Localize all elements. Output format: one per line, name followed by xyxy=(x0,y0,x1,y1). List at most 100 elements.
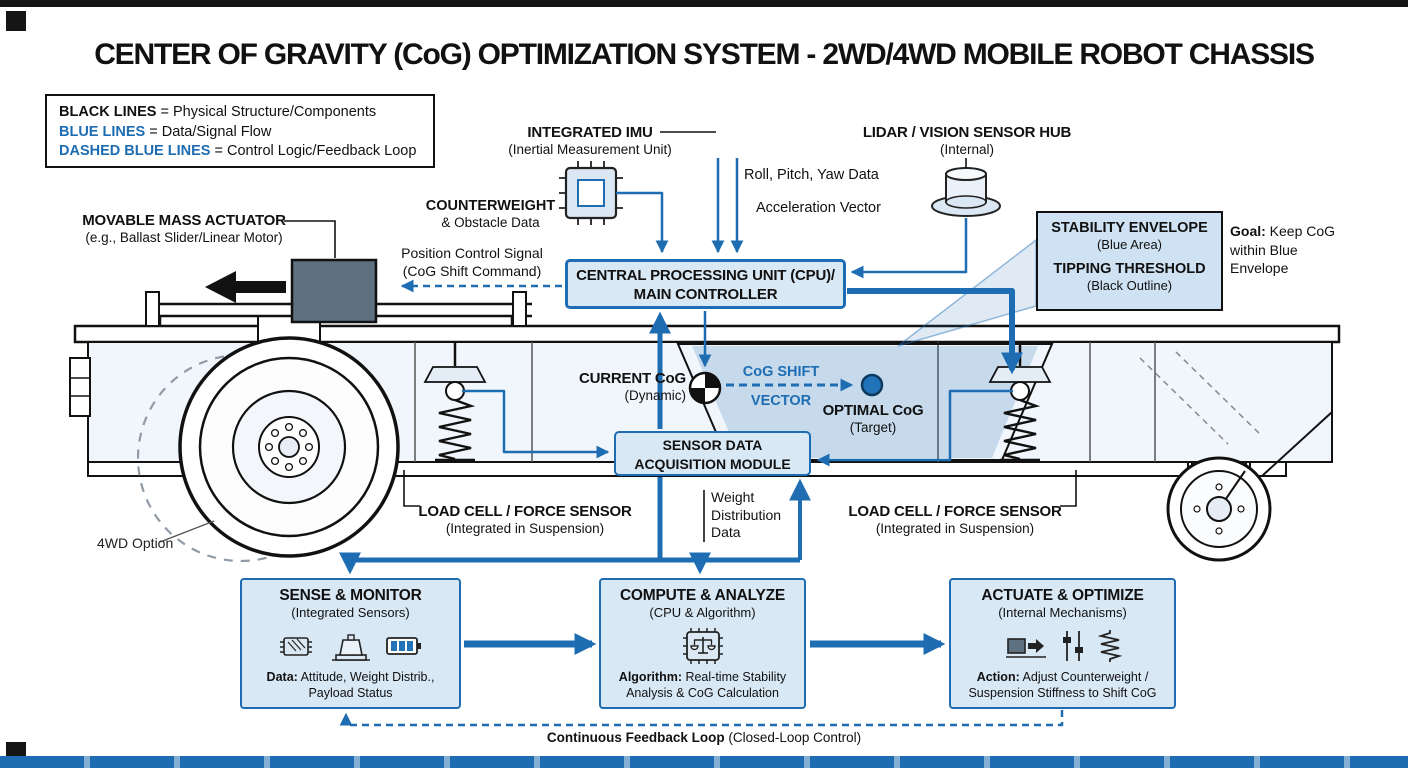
page-title: CENTER OF GRAVITY (CoG) OPTIMIZATION SYS… xyxy=(94,38,1315,71)
actuator-subtitle: (e.g., Ballast Slider/Linear Motor) xyxy=(85,230,283,245)
process-box-title: SENSE & MONITOR xyxy=(279,587,422,604)
process-box-title: ACTUATE & OPTIMIZE xyxy=(981,587,1144,604)
cog-shift-label: CoG SHIFT xyxy=(742,364,820,380)
goal-note: Goal: Keep CoG within Blue Envelope xyxy=(1230,222,1352,278)
sense-icons-row xyxy=(278,623,424,668)
stiffness-slider-icon xyxy=(1062,630,1083,661)
desc-key: Action: xyxy=(976,670,1020,684)
process-box-desc: Data: Attitude, Weight Distrib., Payload… xyxy=(248,670,453,701)
legend-value: = Control Logic/Feedback Loop xyxy=(210,143,417,159)
cog-optimal-symbol xyxy=(860,373,884,397)
goal-text: Keep CoG within Blue Envelope xyxy=(1230,223,1336,276)
desc-key: Algorithm: xyxy=(618,670,682,684)
process-box-subtitle: (CPU & Algorithm) xyxy=(649,605,756,620)
feedback-loop-label: Continuous Feedback Loop (Closed-Loop Co… xyxy=(468,729,940,746)
tipping-threshold-subtitle: (Black Outline) xyxy=(1086,278,1173,293)
stability-envelope-box: STABILITY ENVELOPE (Blue Area) TIPPING T… xyxy=(1036,211,1223,311)
drive-wheel xyxy=(178,315,400,558)
signal-line1: Position Control Signal xyxy=(401,245,543,261)
signal-flow-lines xyxy=(339,158,1064,727)
load-cell-left-label: LOAD CELL / FORCE SENSOR (Integrated in … xyxy=(412,502,638,538)
optimal-cog-title: OPTIMAL CoG xyxy=(822,402,924,419)
load-cell-right-label: LOAD CELL / FORCE SENSOR (Integrated in … xyxy=(842,502,1068,538)
process-box-desc: Action: Adjust Counterweight / Suspensio… xyxy=(957,670,1168,701)
counterweight-shift-icon xyxy=(1005,637,1046,658)
imu-subtitle: (Inertial Measurement Unit) xyxy=(508,142,672,157)
sensor-data-acquisition-box: SENSOR DATA ACQUISITION MODULE xyxy=(614,431,811,476)
stability-envelope-subtitle: (Blue Area) xyxy=(1096,237,1163,252)
pointer-lines xyxy=(159,131,1077,543)
desc-key: Data: xyxy=(266,670,298,684)
legend-value: = Physical Structure/Components xyxy=(156,104,377,120)
mass-actuator xyxy=(145,258,532,327)
weight-distribution-label: Weight Distribution Data xyxy=(711,489,782,540)
goal-key: Goal: xyxy=(1230,223,1266,239)
cog-current-symbol xyxy=(688,371,722,405)
bottom-left-marker xyxy=(6,742,26,756)
top-edge-bar xyxy=(0,0,1408,7)
top-left-marker xyxy=(6,11,26,31)
legend-item-blue-lines: BLUE LINES = Data/Signal Flow xyxy=(59,123,421,143)
tipping-threshold-title: TIPPING THRESHOLD xyxy=(1053,261,1206,277)
optimal-cog-subtitle: (Target) xyxy=(849,420,897,435)
lidar-sensor-icon xyxy=(931,167,1001,217)
desc-text: Attitude, Weight Distrib., Payload Statu… xyxy=(297,670,435,700)
suspension-left xyxy=(423,342,487,462)
caster-wheel xyxy=(1166,456,1272,562)
cpu-line1: CENTRAL PROCESSING UNIT (CPU)/ xyxy=(576,267,835,284)
compute-icons-row xyxy=(681,623,725,668)
counterweight-title: COUNTERWEIGHT xyxy=(425,198,556,214)
legend-key: BLACK LINES xyxy=(59,104,157,120)
fourwd-option-label: 4WD Option xyxy=(97,535,174,551)
process-box-subtitle: (Internal Mechanisms) xyxy=(998,605,1127,620)
suspension-spring-icon xyxy=(1097,629,1122,662)
battery-icon xyxy=(385,636,421,655)
bottom-edge-bar xyxy=(0,756,1408,768)
sensor-module-line2: ACQUISITION MODULE xyxy=(634,456,791,472)
signal-line2: (CoG Shift Command) xyxy=(402,262,542,279)
weight-scale-icon xyxy=(331,633,370,661)
current-cog-subtitle: (Dynamic) xyxy=(624,388,686,403)
cpu-line2: MAIN CONTROLLER xyxy=(633,286,778,303)
lidar-label: LIDAR / VISION SENSOR HUB (Internal) xyxy=(856,123,1078,159)
process-box-subtitle: (Integrated Sensors) xyxy=(291,605,410,620)
load-cell-right-title: LOAD CELL / FORCE SENSOR xyxy=(848,503,1062,520)
process-box-compute: COMPUTE & ANALYZE (CPU & Algorithm) Algo… xyxy=(599,578,806,709)
actuate-icons-row xyxy=(1004,623,1122,668)
actuator-title: MOVABLE MASS ACTUATOR xyxy=(82,212,286,229)
current-cog-title: CURRENT CoG xyxy=(579,370,686,387)
legend-key: DASHED BLUE LINES xyxy=(59,143,211,159)
imu-label: INTEGRATED IMU (Inertial Measurement Uni… xyxy=(488,123,692,159)
load-cell-left-title: LOAD CELL / FORCE SENSOR xyxy=(418,503,632,520)
algorithm-chip-icon xyxy=(682,627,723,664)
load-cell-left-subtitle: (Integrated in Suspension) xyxy=(445,521,605,536)
imu-title: INTEGRATED IMU xyxy=(527,124,653,141)
process-box-sense: SENSE & MONITOR (Integrated Sensors) Dat… xyxy=(240,578,461,709)
load-cell-right-subtitle: (Integrated in Suspension) xyxy=(875,521,1035,536)
stability-envelope-title: STABILITY ENVELOPE xyxy=(1051,220,1208,236)
desc-text: Real-time Stability Analysis & CoG Calcu… xyxy=(626,670,787,700)
process-box-actuate: ACTUATE & OPTIMIZE (Internal Mechanisms)… xyxy=(949,578,1176,709)
acceleration-vector-label: Acceleration Vector xyxy=(756,200,881,216)
cpu-box: CENTRAL PROCESSING UNIT (CPU)/ MAIN CONT… xyxy=(565,259,846,309)
current-cog-label: CURRENT CoG (Dynamic) xyxy=(552,369,686,405)
position-control-signal-label: Position Control Signal (CoG Shift Comma… xyxy=(388,245,556,280)
legend-value: = Data/Signal Flow xyxy=(145,123,272,140)
desc-text: Adjust Counterweight / Suspension Stiffn… xyxy=(968,670,1157,700)
process-box-title: COMPUTE & ANALYZE xyxy=(619,587,786,604)
imu-chip-icon xyxy=(559,161,623,225)
lidar-title: LIDAR / VISION SENSOR HUB xyxy=(862,124,1072,141)
roll-pitch-yaw-label: Roll, Pitch, Yaw Data xyxy=(744,167,879,183)
process-box-desc: Algorithm: Real-time Stability Analysis … xyxy=(607,670,798,701)
feedback-text: (Closed-Loop Control) xyxy=(724,730,862,745)
legend-key: BLUE LINES xyxy=(59,123,146,140)
movable-mass-actuator-label: MOVABLE MASS ACTUATOR (e.g., Ballast Sli… xyxy=(52,211,316,247)
optimal-cog-label: OPTIMAL CoG (Target) xyxy=(810,401,936,437)
sensor-module-line1: SENSOR DATA xyxy=(662,437,763,453)
feedback-key: Continuous Feedback Loop xyxy=(546,730,725,745)
counterweight-label: COUNTERWEIGHT & Obstacle Data xyxy=(418,197,563,232)
legend-box: BLACK LINES = Physical Structure/Compone… xyxy=(45,94,435,168)
obstacle-data-label: & Obstacle Data xyxy=(441,215,540,230)
